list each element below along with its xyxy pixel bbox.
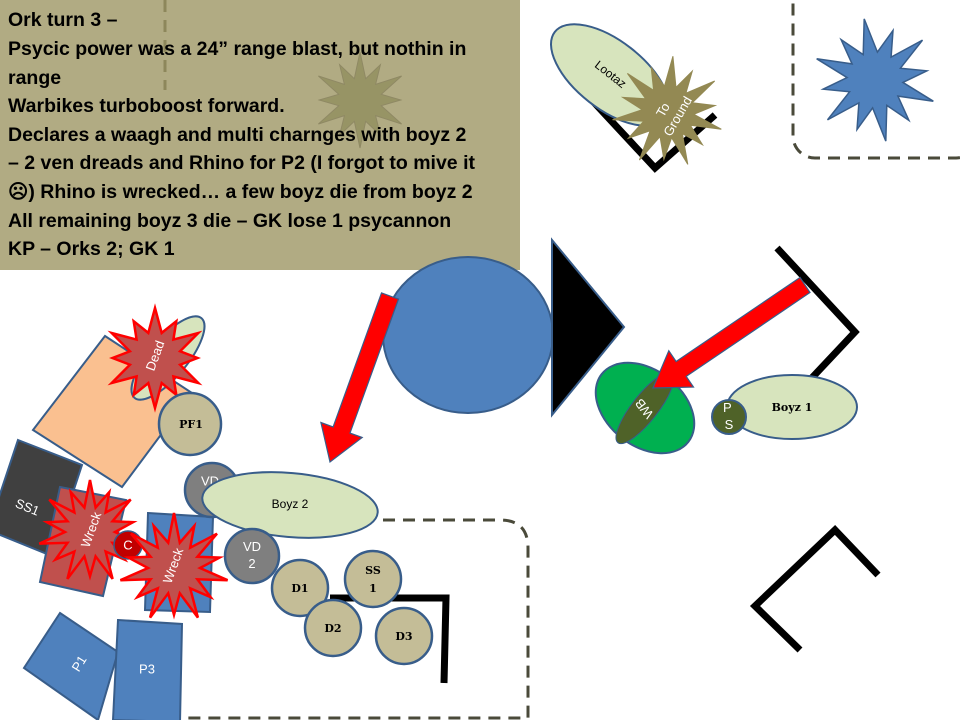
svg-text:P S: P S [723,400,735,432]
charge-arrow-boyz2 [320,292,400,464]
notes-panel [0,0,520,270]
blue-area-terrain [382,256,554,414]
wall-terrain-bottom-right [749,525,881,653]
svg-text:VD2: VD2 [243,539,261,571]
svg-text:D2: D2 [324,622,341,635]
note-line: Ork turn 3 – [8,9,118,31]
unit-d3[interactable]: D3 [374,606,434,666]
to-ground-marker: To Ground [612,56,722,165]
unit-d1[interactable]: D1 [270,558,330,618]
svg-text:Boyz 2: Boyz 2 [272,497,309,511]
wrecked-vehicle-p2: Wreck [119,511,229,620]
unit-dead-ork: Dead [107,303,206,413]
wall-terrain-right [774,245,860,385]
svg-text:P1: P1 [69,653,90,674]
svg-text:SS1: SS1 [365,564,381,595]
note-line: All remaining boyz 3 die – GK lose 1 psy… [8,210,451,232]
terrain-area-bottom [180,518,530,720]
unit-boyz2[interactable]: Boyz 2 [200,465,381,544]
terrain-area-top-right [791,0,960,160]
svg-text:PF1: PF1 [179,418,203,431]
unit-label: Boyz 1 [772,401,813,414]
note-line: Psycic power was a 24” range blast, but … [8,38,466,60]
note-line: – 2 ven dreads and Rhino for P2 (I forgo… [8,152,475,174]
unit-p3[interactable]: P3 [111,618,184,720]
note-line: Declares a waagh and multi charnges with… [8,124,467,146]
unit-d2[interactable]: D2 [303,598,363,658]
svg-text:C: C [123,537,132,552]
svg-text:D1: D1 [291,582,308,595]
blue-star-marker [816,18,934,142]
turn-notes: Ork turn 3 – Psycic power was a 24” rang… [8,9,480,260]
svg-text:P3: P3 [139,661,155,676]
note-line: Warbikes turboboost forward. [8,95,285,117]
svg-text:D3: D3 [395,630,412,643]
note-line: range [8,67,61,89]
unit-c[interactable]: C [113,530,143,560]
turboboost-arrow [652,276,811,389]
note-line: ☹) Rhino is wrecked… a few boyz die from… [8,181,473,203]
black-triangle-terrain [551,237,626,418]
unit-pf1[interactable]: PF1 [157,391,223,457]
unit-boyz1[interactable]: Boyz 1 P S [711,374,858,440]
unit-p1[interactable]: P1 [22,611,120,720]
note-line: KP – Orks 2; GK 1 [8,238,175,260]
wrecked-rhino: Wreck [38,479,142,598]
